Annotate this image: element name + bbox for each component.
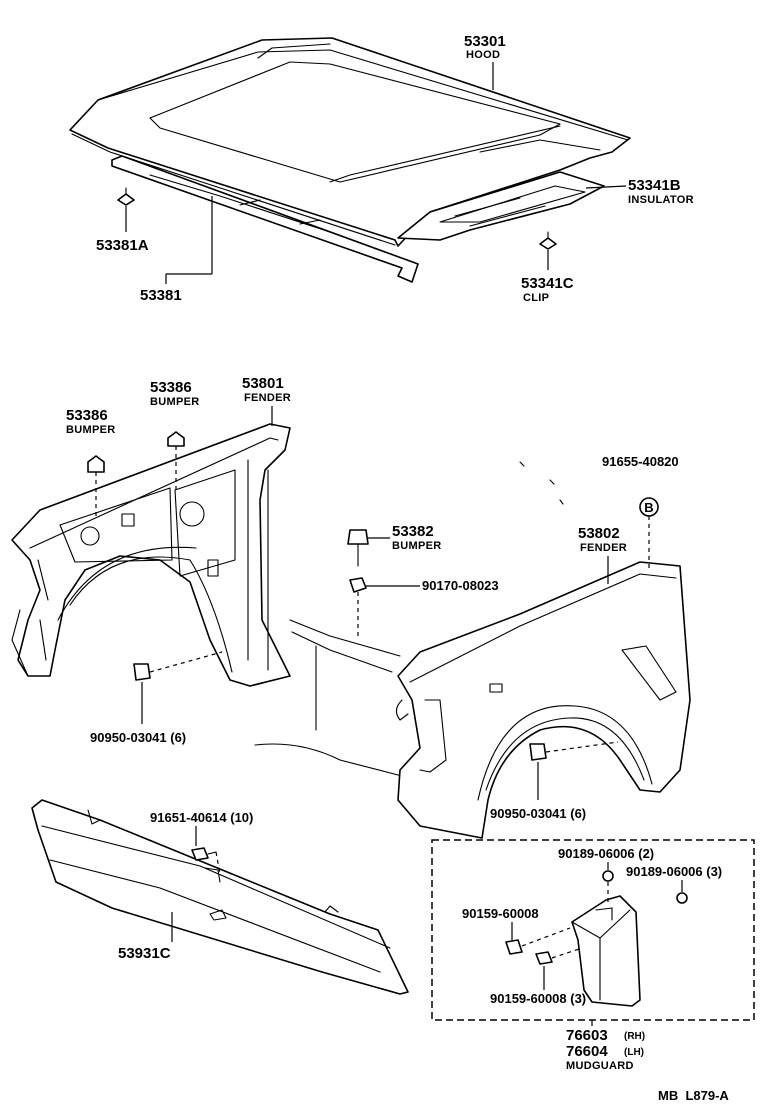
fender-lh-number: 53801	[242, 375, 284, 392]
hood-seal-drawing[interactable]	[111, 155, 419, 283]
hood-seal-clip-number: 53381A	[96, 237, 149, 254]
hood-clip-name: CLIP	[523, 292, 549, 304]
labels: 53301 HOOD 53341B INSULATOR 53381A 53381…	[66, 33, 729, 1103]
fender-clip-rh-icon[interactable]	[529, 741, 619, 761]
nut-icon[interactable]	[349, 577, 367, 636]
mud-screw-a-number: 90189-06006 (2)	[558, 846, 654, 861]
apron-number: 53931C	[118, 945, 171, 962]
apron-leader-lines	[171, 826, 197, 942]
bumper-lh-rear-icon[interactable]	[167, 431, 185, 494]
mudguard-side-lh: (LH)	[624, 1047, 644, 1058]
fender-rh-drawing[interactable]	[397, 461, 691, 839]
mudguard-name: MUDGUARD	[566, 1060, 634, 1072]
bumper-lh-rear-name: BUMPER	[150, 396, 199, 408]
insulator-drawing[interactable]	[397, 171, 605, 241]
hood-bumper-icon[interactable]	[347, 529, 369, 567]
fender-lh-leader-lines	[141, 406, 273, 724]
hood-clip-number: 53341C	[521, 275, 574, 292]
bumper-lh-front-icon[interactable]	[87, 455, 105, 520]
bolt-b-number: 91655-40820	[602, 454, 679, 469]
mudguard-drawing[interactable]	[571, 895, 641, 1007]
apron-bolt-number: 91651-40614 (10)	[150, 810, 253, 825]
bumper-lh-front-name: BUMPER	[66, 424, 115, 436]
diagram-code: MB L879-A	[658, 1088, 729, 1103]
fender-rh-name: FENDER	[580, 542, 627, 554]
hood-bumper-name: BUMPER	[392, 540, 441, 552]
apron-drawing[interactable]	[31, 799, 409, 995]
fender-lh-drawing[interactable]	[11, 423, 291, 687]
mudguard-side-rh: (RH)	[624, 1031, 645, 1042]
mud-screw-d-icon[interactable]	[535, 947, 583, 965]
fender-lh-name: FENDER	[244, 392, 291, 404]
mudguard-number-rh: 76603	[566, 1027, 608, 1044]
mudguard-number-lh: 76604	[566, 1043, 608, 1060]
fender-clip-lh-icon[interactable]	[133, 651, 223, 681]
bumper-lh-rear-number: 53386	[150, 379, 192, 396]
hood-number: 53301	[464, 33, 506, 50]
fender-clip-rh-number: 90950-03041 (6)	[490, 806, 586, 821]
fender-rh-leader-lines	[366, 537, 609, 800]
bolt-b-icon[interactable]: B	[639, 497, 659, 568]
mud-screw-d-number: 90159-60008 (3)	[490, 991, 586, 1006]
mud-screw-c-icon[interactable]	[505, 927, 571, 955]
mudguard-frame	[431, 839, 755, 1021]
apron-bolt-icon[interactable]	[191, 847, 221, 875]
mud-screw-a-icon[interactable]	[602, 870, 614, 904]
mudguard-leader-lines	[511, 862, 683, 1026]
hood-drawing[interactable]	[69, 37, 631, 247]
bumper-lh-front-number: 53386	[66, 407, 108, 424]
hood-leader-lines	[125, 62, 627, 284]
fender-rh-number: 53802	[578, 525, 620, 542]
fender-clip-lh-number: 90950-03041 (6)	[90, 730, 186, 745]
engine-bay-outline	[254, 619, 409, 777]
hood-clip-icon[interactable]	[539, 231, 557, 250]
bolt-b-marker: B	[644, 500, 653, 515]
insulator-name: INSULATOR	[628, 194, 694, 206]
hood-name: HOOD	[466, 49, 500, 61]
mud-screw-b-icon[interactable]	[676, 892, 688, 904]
mud-screw-b-number: 90189-06006 (3)	[626, 864, 722, 879]
hood-seal-number: 53381	[140, 287, 182, 304]
hood-seal-clip-icon[interactable]	[117, 187, 135, 206]
hood-bumper-number: 53382	[392, 523, 434, 540]
mud-screw-c-number: 90159-60008	[462, 906, 539, 921]
nut-number: 90170-08023	[422, 578, 499, 593]
insulator-number: 53341B	[628, 177, 681, 194]
